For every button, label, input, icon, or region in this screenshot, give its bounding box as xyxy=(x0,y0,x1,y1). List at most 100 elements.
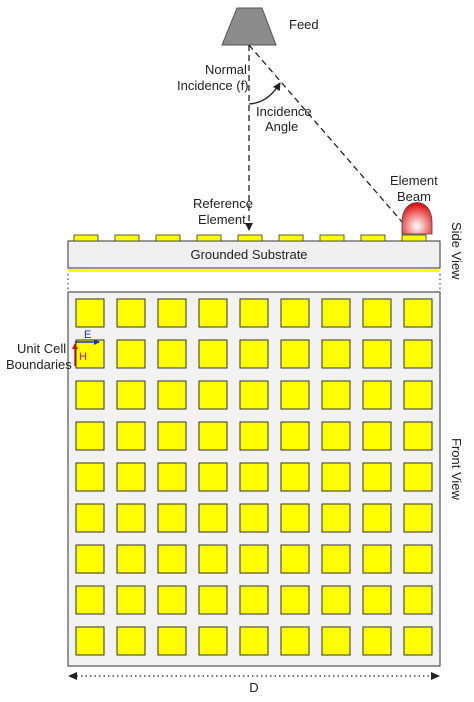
normal-incidence-label-2: Incidence (f) xyxy=(177,78,249,93)
patch-element xyxy=(239,503,269,533)
patch-element xyxy=(239,421,269,451)
patch-element xyxy=(362,421,392,451)
e-field-label: E xyxy=(84,329,91,341)
patch-element xyxy=(116,462,146,492)
patch-element xyxy=(116,544,146,574)
patch-element xyxy=(239,339,269,369)
patch-element xyxy=(321,626,351,656)
patch-element xyxy=(321,503,351,533)
patch-element xyxy=(198,626,228,656)
patch-element xyxy=(116,585,146,615)
patch-element xyxy=(239,380,269,410)
patch-element xyxy=(157,421,187,451)
dimension-arrow-right xyxy=(431,672,440,680)
front-view-label: Front View xyxy=(449,438,464,501)
side-patch-element xyxy=(401,234,427,242)
patch-element xyxy=(198,380,228,410)
h-field-label: H xyxy=(79,351,87,363)
patch-element xyxy=(403,462,433,492)
front-view-patches xyxy=(75,298,433,656)
patch-element xyxy=(362,462,392,492)
patch-element xyxy=(157,503,187,533)
patch-element xyxy=(75,626,105,656)
incidence-angle-label-1: Incidence xyxy=(256,104,312,119)
patch-element xyxy=(239,462,269,492)
patch-element xyxy=(157,298,187,328)
side-patch-element xyxy=(237,234,263,242)
patch-element xyxy=(75,503,105,533)
unit-cell-label-1: Unit Cell xyxy=(17,341,66,356)
side-patch-element xyxy=(278,234,304,242)
patch-element xyxy=(403,421,433,451)
patch-element xyxy=(321,380,351,410)
patch-element xyxy=(362,298,392,328)
patch-element xyxy=(362,503,392,533)
patch-element xyxy=(280,462,310,492)
patch-element xyxy=(362,626,392,656)
patch-element xyxy=(75,380,105,410)
patch-element xyxy=(116,503,146,533)
patch-element xyxy=(75,421,105,451)
patch-element xyxy=(280,626,310,656)
patch-element xyxy=(362,339,392,369)
patch-element xyxy=(403,626,433,656)
patch-element xyxy=(75,298,105,328)
dimension-arrow-left xyxy=(68,672,77,680)
patch-element xyxy=(403,298,433,328)
patch-element xyxy=(198,298,228,328)
patch-element xyxy=(280,544,310,574)
patch-element xyxy=(116,421,146,451)
patch-element xyxy=(403,585,433,615)
grounded-substrate-label: Grounded Substrate xyxy=(190,247,307,262)
unit-cell-label-2: Boundaries xyxy=(6,357,72,372)
patch-element xyxy=(239,626,269,656)
patch-element xyxy=(198,462,228,492)
patch-element xyxy=(157,626,187,656)
patch-element xyxy=(198,421,228,451)
patch-element xyxy=(280,421,310,451)
patch-element xyxy=(198,585,228,615)
feed-label: Feed xyxy=(289,17,319,32)
patch-element xyxy=(362,544,392,574)
patch-element xyxy=(321,298,351,328)
patch-element xyxy=(321,421,351,451)
patch-element xyxy=(157,339,187,369)
feed-horn xyxy=(221,7,277,46)
dimension-label: D xyxy=(249,680,258,695)
patch-element xyxy=(198,544,228,574)
patch-element xyxy=(75,585,105,615)
patch-element xyxy=(321,339,351,369)
element-beam xyxy=(401,202,433,235)
patch-element xyxy=(321,585,351,615)
element-beam-label-1: Element xyxy=(390,173,438,188)
reference-element-label-2: Element xyxy=(198,212,246,227)
element-beam-label-2: Beam xyxy=(397,189,431,204)
patch-element xyxy=(362,380,392,410)
patch-element xyxy=(280,585,310,615)
oblique-incidence-ray xyxy=(248,44,410,231)
normal-incidence-label-1: Normal xyxy=(205,62,247,77)
incidence-angle-arc xyxy=(248,82,281,105)
patch-element xyxy=(116,626,146,656)
side-view-label: Side View xyxy=(449,222,464,280)
patch-element xyxy=(157,462,187,492)
patch-element xyxy=(280,298,310,328)
patch-element xyxy=(403,503,433,533)
patch-element xyxy=(321,544,351,574)
side-view-patches xyxy=(73,234,427,242)
incidence-angle-label-2: Angle xyxy=(265,119,298,134)
patch-element xyxy=(157,585,187,615)
patch-element xyxy=(280,380,310,410)
patch-element xyxy=(239,585,269,615)
reference-element-label-1: Reference xyxy=(193,196,253,211)
patch-element xyxy=(280,339,310,369)
patch-element xyxy=(403,380,433,410)
patch-element xyxy=(239,298,269,328)
patch-element xyxy=(75,462,105,492)
grounded-substrate xyxy=(67,240,441,269)
patch-element xyxy=(198,503,228,533)
side-patch-element xyxy=(196,234,222,242)
side-patch-element xyxy=(73,234,99,242)
side-patch-element xyxy=(155,234,181,242)
